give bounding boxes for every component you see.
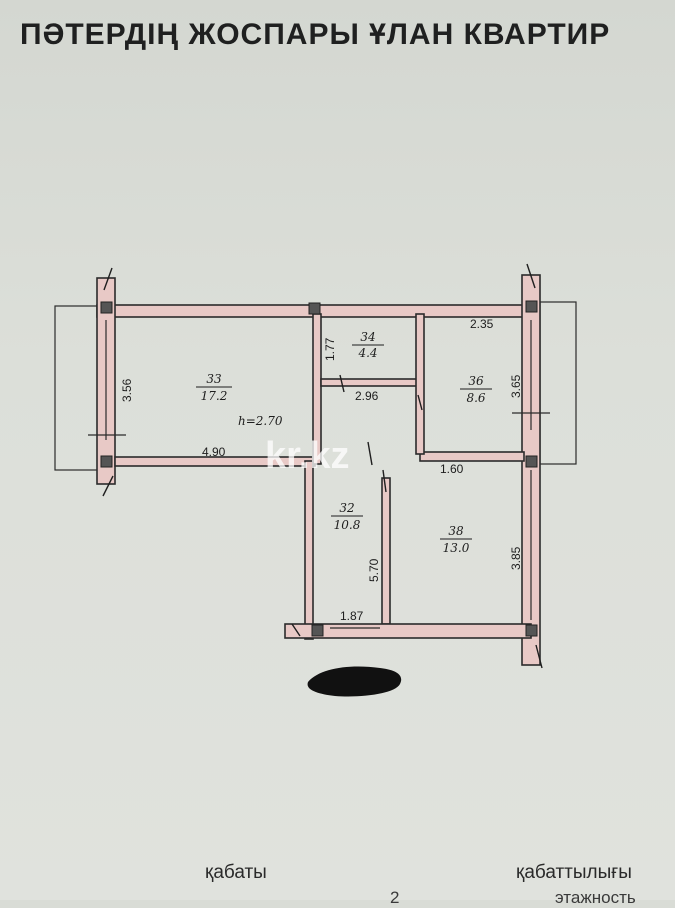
room-38-label: 38 13.0 [440,524,472,555]
dim-room34-height: 1.77 [323,337,337,361]
dim-left-height: 3.56 [120,378,134,402]
document-title: ПӘТЕРДІҢ ЖОСПАРЫ ҰЛАН КВАРТИР [20,18,611,51]
room-34-label: 34 4.4 [352,330,384,360]
room-33-area: 17.2 [201,389,228,403]
redaction-scribble [307,666,402,697]
right-balcony [539,301,577,465]
room-32-number: 32 [339,501,354,515]
floors-count-label-ru: этажность [555,888,636,907]
room-32-label: 32 10.8 [331,501,363,532]
room-38-area: 13.0 [443,541,470,555]
dim-corridor-width: 1.60 [440,462,464,476]
room-36-area: 8.6 [466,391,485,405]
dim-room32-width: 1.87 [340,609,364,623]
room-33-label: 33 17.2 [196,372,232,403]
room-36-number: 36 [468,374,484,388]
watermark: kr.kz [265,435,350,477]
window-marks [88,320,550,629]
room-33-number: 33 [206,372,222,386]
dim-room36-height: 3.65 [509,374,523,398]
room-38-number: 38 [448,524,464,538]
floor-label: қабаты [205,862,267,883]
dim-room38-height: 3.85 [509,546,523,570]
floors-count-label: қабаттылығы [516,862,632,883]
room-36-label: 36 8.6 [460,374,492,405]
room-32-area: 10.8 [334,518,361,532]
dim-room33-width: 4.90 [202,445,226,459]
wall-columns [100,300,538,637]
ceiling-height: h=2.70 [238,414,283,428]
dim-room36-width: 2.35 [470,317,494,331]
floor-value: 2 [390,888,400,907]
dimension-ticks [102,263,543,669]
room-34-area: 4.4 [357,346,377,360]
dim-room32-height: 5.70 [367,558,381,582]
room-34-number: 34 [360,330,375,344]
dim-room34-width: 2.96 [355,389,379,403]
